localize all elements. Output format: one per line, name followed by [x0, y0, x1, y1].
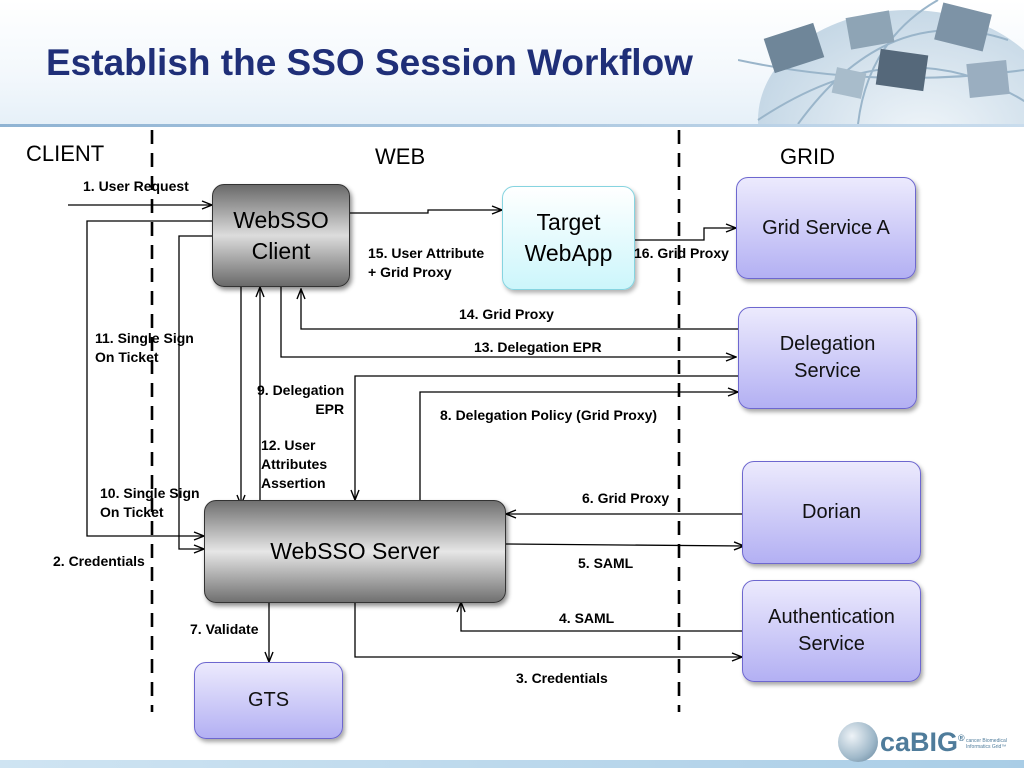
- zone-label-web: WEB: [375, 144, 426, 169]
- cabig-logo-name: caBIG: [880, 727, 959, 757]
- dorian-label: Dorian: [802, 501, 861, 523]
- delegation-service-label-line1: Delegation: [779, 333, 876, 355]
- websso-server-node[interactable]: WebSSO Server: [204, 500, 506, 603]
- cabig-logo-text: caBIG®: [880, 727, 965, 758]
- flow-label-11-line2: On Ticket: [95, 349, 159, 365]
- flow-label-11-line1: 11. Single Sign: [95, 330, 194, 346]
- flow-label-9-line1: 9. Delegation: [257, 382, 345, 398]
- dorian-node[interactable]: Dorian: [742, 461, 921, 564]
- flow-label-8: 8. Delegation Policy (Grid Proxy): [440, 407, 658, 423]
- target-webapp-label-line1: Target: [536, 209, 601, 235]
- flow-label-16: 16. Grid Proxy: [634, 245, 729, 261]
- websso-client-node[interactable]: WebSSO Client: [212, 184, 350, 287]
- cabig-logo-mark: [838, 722, 878, 762]
- arrow-9-delegation-epr: [355, 375, 738, 500]
- globe-image-collage: [738, 0, 1024, 124]
- arrow-8-delegation-policy: [419, 392, 738, 500]
- header-divider: [0, 124, 1024, 127]
- gts-node[interactable]: GTS: [194, 662, 343, 739]
- arrow-11-sso-ticket: [86, 220, 212, 536]
- arrow-3-credentials: [354, 603, 742, 657]
- arrow-5-saml: [505, 544, 744, 546]
- flow-label-12: 12. User Attributes Assertion: [261, 436, 327, 493]
- authentication-service-label-line2: Service: [798, 633, 865, 655]
- websso-client-label-line2: Client: [251, 237, 311, 264]
- authentication-service-label-line1: Authentication: [768, 606, 895, 628]
- grid-service-a-label: Grid Service A: [762, 216, 890, 239]
- flow-label-15-line2: + Grid Proxy: [368, 264, 452, 280]
- flow-label-10-line1: 10. Single Sign: [100, 485, 200, 501]
- zone-label-client: CLIENT: [26, 141, 105, 166]
- cabig-tagline-line1: cancer Biomedical: [966, 738, 1007, 744]
- flow-label-11: 11. Single Sign On Ticket: [95, 329, 194, 367]
- gts-label: GTS: [247, 689, 290, 711]
- grid-service-a-node[interactable]: Grid Service A: [736, 177, 916, 279]
- flow-label-12-line2: Attributes: [261, 456, 328, 472]
- target-webapp-label-line2: WebApp: [524, 240, 613, 266]
- cabig-logo: caBIG® cancer Biomedical Informatics Gri…: [838, 722, 1014, 762]
- flow-label-5: 5. SAML: [578, 555, 634, 571]
- flow-label-3: 3. Credentials: [516, 670, 608, 686]
- flow-label-15-line1: 15. User Attribute: [368, 245, 485, 261]
- flow-label-1: 1. User Request: [83, 178, 189, 194]
- flow-label-10: 10. Single Sign On Ticket: [100, 484, 200, 522]
- cabig-logo-mark-symbol: ®: [958, 733, 965, 743]
- flow-label-9: 9. Delegation EPR: [257, 381, 344, 419]
- flow-label-15: 15. User Attribute + Grid Proxy: [368, 244, 484, 282]
- footer-bar: [0, 760, 1024, 768]
- delegation-service-label-line2: Service: [794, 360, 861, 382]
- arrow-13-delegation-epr: [280, 287, 736, 357]
- arrow-2-credentials: [178, 235, 212, 549]
- flow-label-12-line3: Assertion: [261, 475, 326, 491]
- cabig-logo-tagline: cancer Biomedical Informatics Grid™: [966, 738, 1014, 750]
- arrow-16-grid-proxy: [635, 228, 736, 241]
- cabig-tagline-line2: Informatics Grid™: [966, 744, 1007, 750]
- slide-title: Establish the SSO Session Workflow: [46, 42, 693, 83]
- arrow-4-saml: [461, 602, 742, 632]
- flow-label-14: 14. Grid Proxy: [459, 306, 554, 322]
- flow-label-4: 4. SAML: [559, 610, 615, 626]
- flow-label-2: 2. Credentials: [53, 553, 145, 569]
- flow-label-6: 6. Grid Proxy: [582, 490, 670, 506]
- arrow-15-user-attribute: [349, 210, 502, 213]
- flow-label-10-line2: On Ticket: [100, 504, 164, 520]
- flow-label-9-line2: EPR: [315, 401, 345, 417]
- flow-label-7: 7. Validate: [190, 621, 259, 637]
- websso-client-label-line1: WebSSO: [233, 206, 329, 233]
- zone-label-grid: GRID: [780, 144, 835, 169]
- flow-label-13: 13. Delegation EPR: [474, 339, 602, 355]
- flow-label-12-line1: 12. User: [261, 437, 316, 453]
- arrow-14-grid-proxy: [301, 289, 738, 330]
- websso-server-label: WebSSO Server: [270, 538, 440, 564]
